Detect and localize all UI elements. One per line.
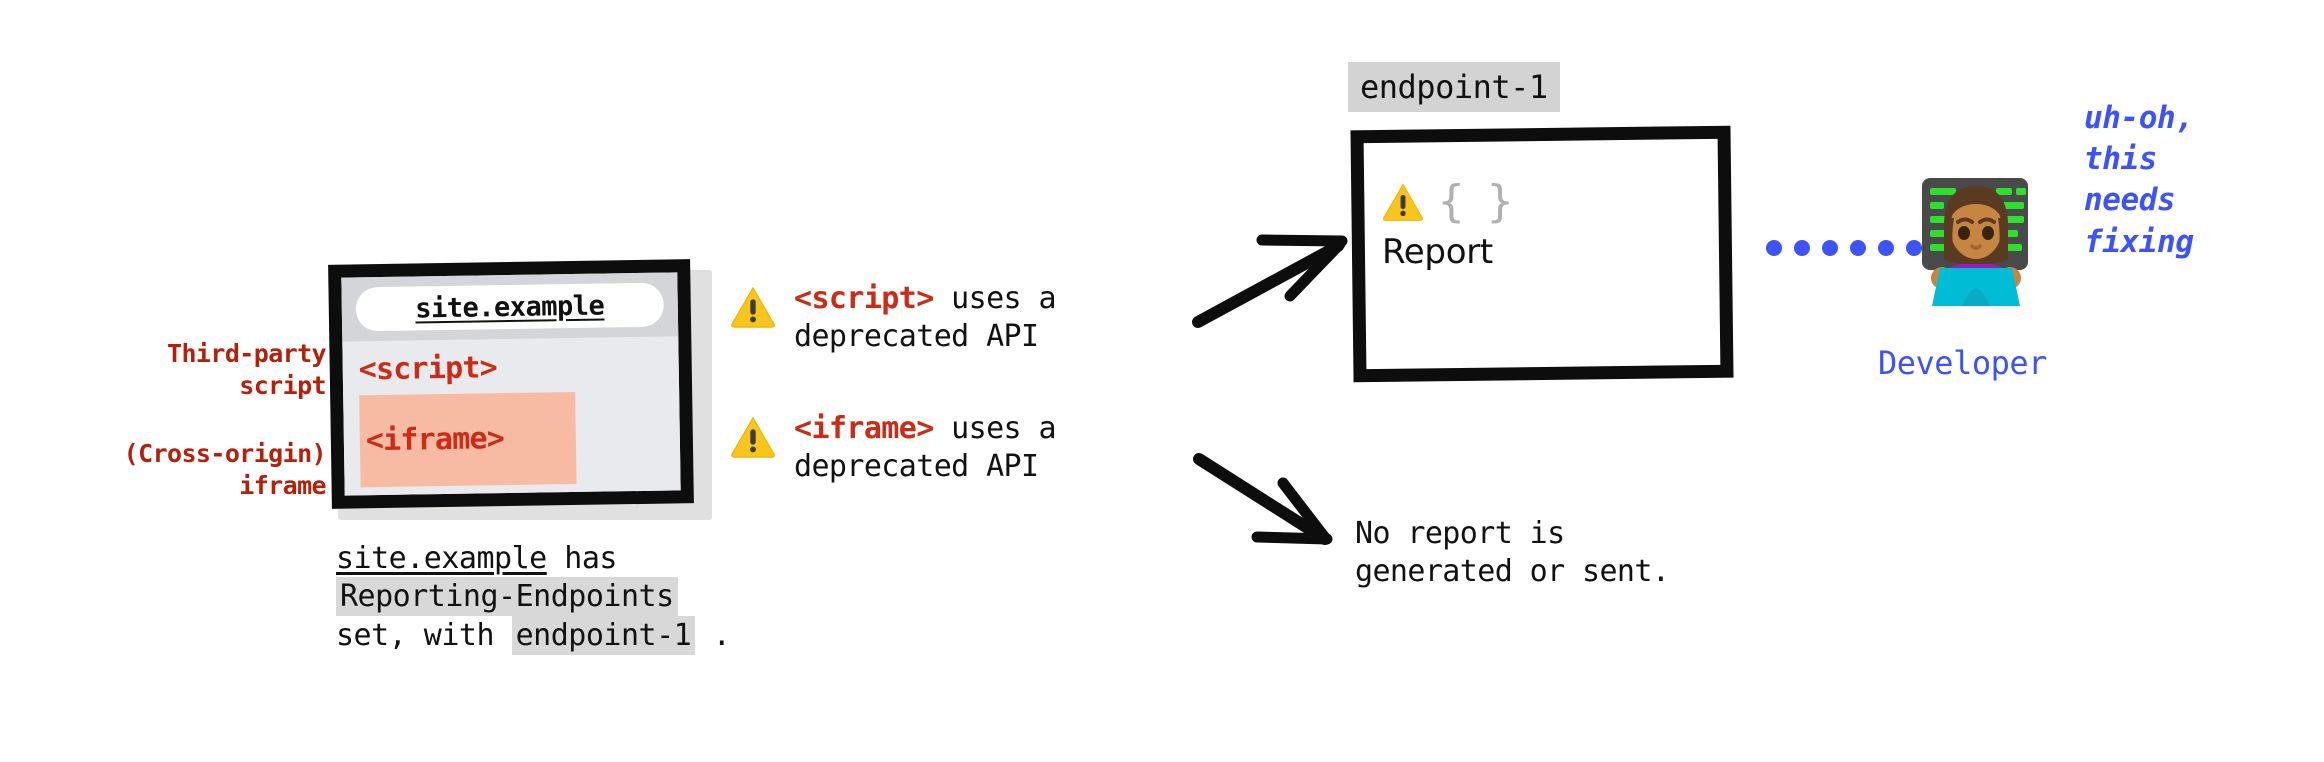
warning-text-iframe: <iframe> uses a deprecated API <box>794 410 1057 486</box>
arrow-to-report-icon <box>1192 234 1348 328</box>
warning-tag-script: <script> <box>794 281 934 316</box>
browser-frame: site.example <script> <iframe> <box>328 259 694 509</box>
warning-triangle-icon <box>731 416 775 458</box>
warning-row-script: <script> uses a deprecated API <box>730 280 1057 356</box>
caption-endpoint-code: endpoint-1 <box>511 615 696 655</box>
warning-triangle-icon <box>731 286 775 328</box>
developer-speech-text: uh-oh, this needs fixing <box>2084 100 2194 260</box>
caption-site: site.example <box>336 541 547 576</box>
no-report-text: No report is generated or sent. <box>1355 516 1670 590</box>
caption-set-with: set, with <box>336 617 512 653</box>
dotted-connector <box>1766 240 1922 256</box>
connector-dot <box>1906 240 1922 256</box>
warning-row-iframe: <iframe> uses a deprecated API <box>730 410 1057 486</box>
script-tag-text: <script> <box>358 350 498 388</box>
connector-dot <box>1822 240 1838 256</box>
report-box-content: { } Report <box>1382 176 1513 273</box>
woman-technologist-emoji <box>1922 178 2028 306</box>
caption-header-code: Reporting-Endpoints <box>336 577 678 617</box>
connector-dot <box>1850 240 1866 256</box>
caption-period: . <box>695 617 731 653</box>
endpoint-label: endpoint-1 <box>1348 62 1560 112</box>
caption-has: has <box>546 541 617 576</box>
warning-tag-iframe: <iframe> <box>794 411 934 446</box>
connector-dot <box>1794 240 1810 256</box>
connector-dot <box>1766 240 1782 256</box>
browser-window: site.example <script> <iframe> <box>328 259 712 520</box>
url-text: site.example <box>415 290 605 324</box>
json-braces-icon: { } <box>1438 176 1513 227</box>
browser-caption: site.example has Reporting-Endpoints set… <box>336 540 896 655</box>
arrow-to-no-report-icon <box>1193 453 1333 545</box>
report-label: Report <box>1382 232 1493 272</box>
left-annotations: Third-party script (Cross-origin) iframe <box>100 338 327 502</box>
warning-text-script: <script> uses a deprecated API <box>794 280 1057 356</box>
iframe-tag-text: <iframe> <box>365 421 505 459</box>
browser-chrome-bar: site.example <box>341 272 679 342</box>
connector-dot <box>1878 240 1894 256</box>
label-cross-origin-iframe: (Cross-origin) iframe <box>123 439 327 500</box>
iframe-highlight-box: <iframe> <box>359 391 577 487</box>
warning-rest-iframe: uses a deprecated API <box>794 411 1057 484</box>
warning-rest-script: uses a deprecated API <box>794 281 1057 354</box>
label-third-party-script: Third-party script <box>167 339 327 400</box>
url-bar[interactable]: site.example <box>355 282 665 332</box>
developer-label: Developer <box>1878 344 2047 382</box>
browser-viewport: <script> <iframe> <box>342 336 681 496</box>
report-icon-row: { } <box>1382 176 1513 227</box>
warning-triangle-icon <box>1383 183 1423 221</box>
